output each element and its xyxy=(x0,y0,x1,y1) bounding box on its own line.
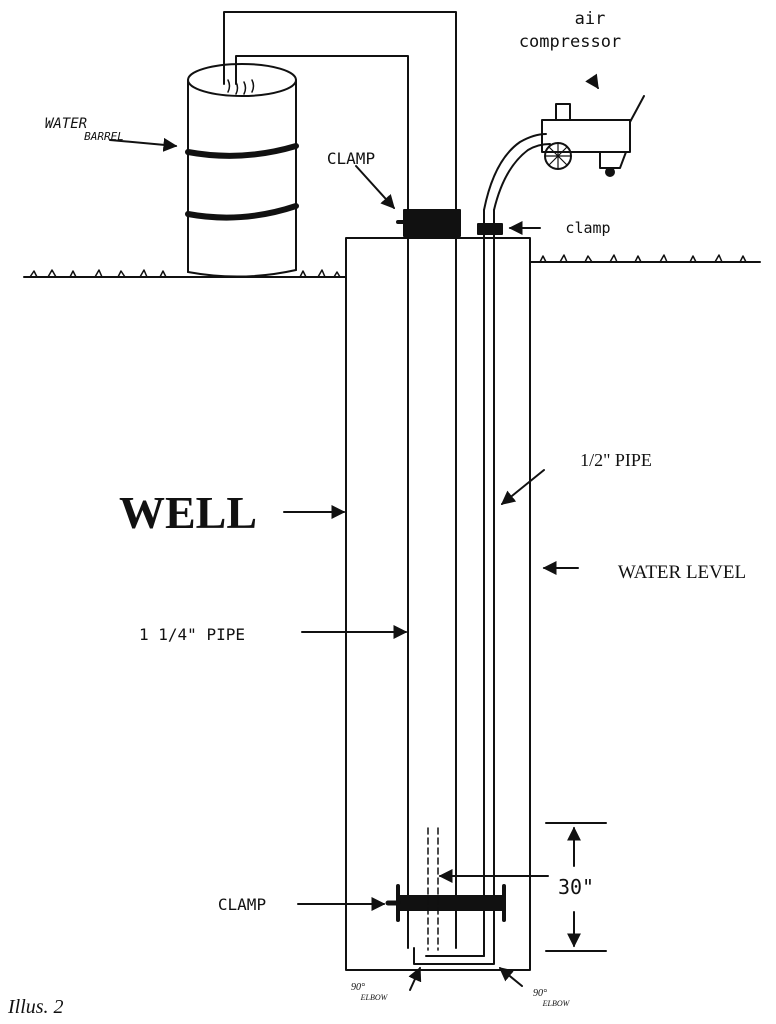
label-water-level: WATER LEVEL xyxy=(618,562,746,583)
label-water: WATER xyxy=(45,116,87,132)
bottom-clamp xyxy=(385,884,506,922)
top-clamp xyxy=(396,209,461,237)
air-hose xyxy=(483,133,551,211)
label-half-inch-pipe: 1/2" PIPE xyxy=(580,450,652,470)
half-inch-pipe xyxy=(483,209,495,957)
label-elbow-left-deg: 90° xyxy=(351,982,365,993)
label-elbow-right: ELBOW xyxy=(542,999,571,1008)
elbow-connection xyxy=(413,947,495,965)
dashed-inner-pipe xyxy=(427,827,439,951)
dimension-30in xyxy=(545,822,607,952)
label-elbow-right-deg: 90° xyxy=(533,988,547,999)
ground-left xyxy=(23,269,347,278)
label-clamp-small: clamp xyxy=(565,219,610,237)
well-casing xyxy=(345,237,531,971)
air-compressor xyxy=(541,95,645,177)
label-well: WELL xyxy=(119,487,257,538)
discharge-pipe xyxy=(223,11,457,239)
label-depth-30: 30" xyxy=(558,875,594,899)
label-air: air xyxy=(575,9,606,29)
annotation-arrows xyxy=(109,73,599,991)
label-barrel: BARREL xyxy=(84,130,124,143)
ground-right xyxy=(529,254,761,263)
water-barrel xyxy=(185,63,299,278)
small-clamp xyxy=(477,223,503,235)
label-elbow-left: ELBOW xyxy=(360,993,389,1002)
one-quarter-inch-pipe xyxy=(407,237,457,949)
label-clamp-top: CLAMP xyxy=(327,149,375,168)
label-clamp-bottom: CLAMP xyxy=(218,895,266,914)
label-compressor: compressor xyxy=(519,32,621,52)
label-one-quarter-pipe: 1 1/4" PIPE xyxy=(139,625,245,644)
caption: Illus. 2 xyxy=(7,996,64,1018)
